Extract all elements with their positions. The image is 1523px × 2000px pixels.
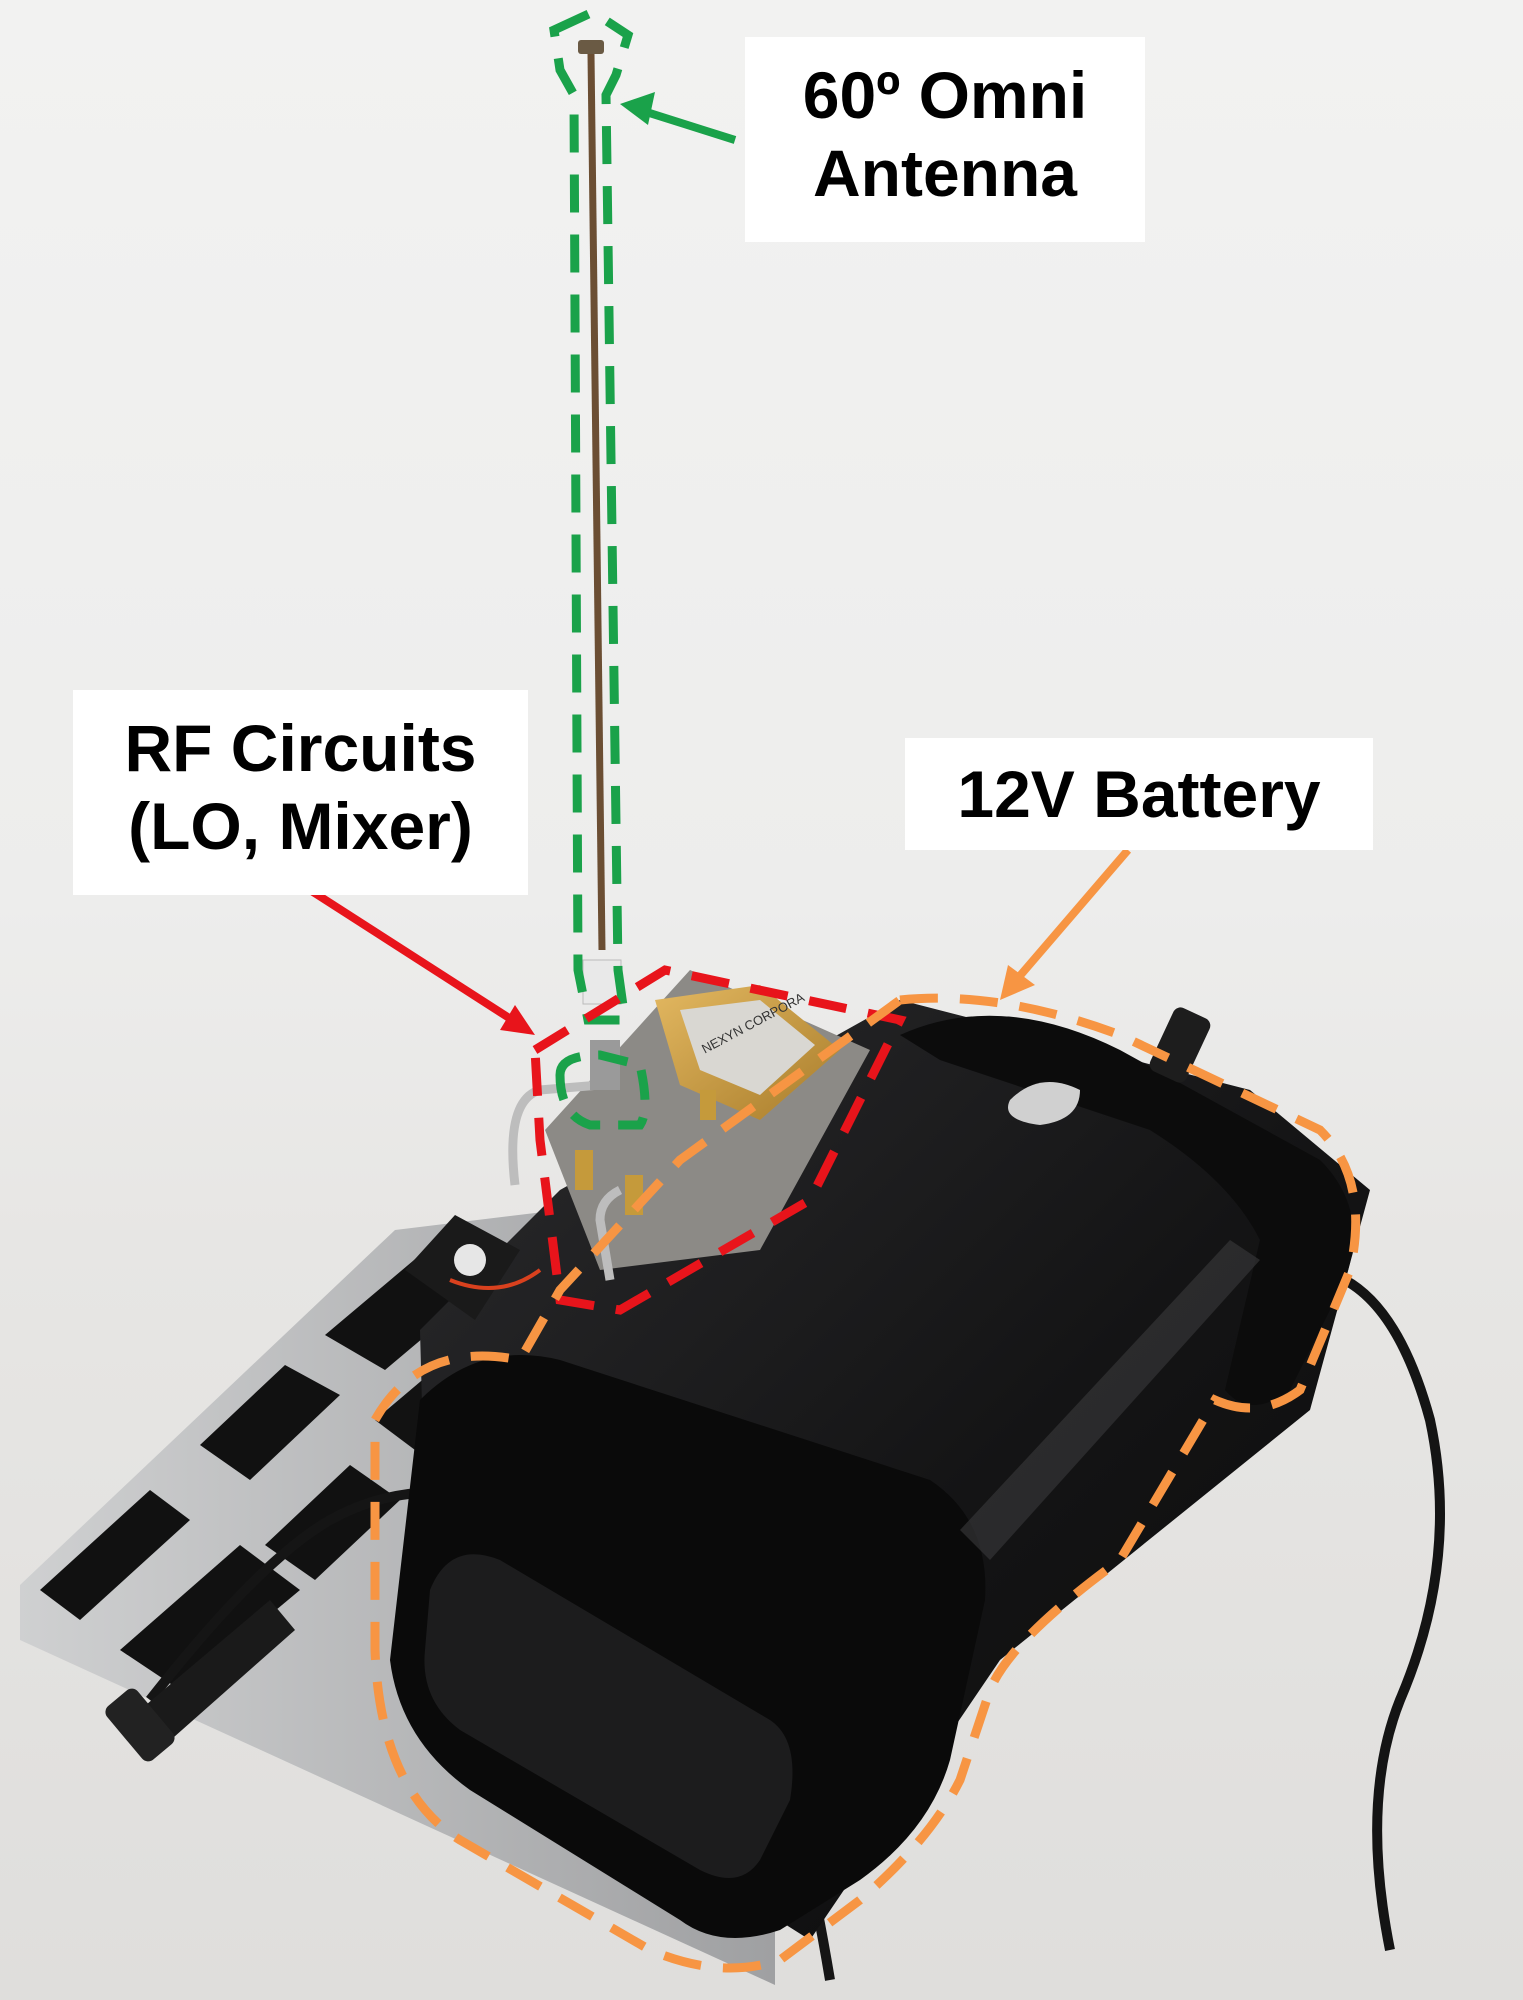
rf-circuits-highlight-outline [307,886,907,1315]
battery-label-line1: 12V Battery [957,757,1321,831]
rf-arrow [307,886,523,1029]
rf-circuits-label: RF Circuits (LO, Mixer) [73,690,528,895]
antenna-label: 60º Omni Antenna [745,37,1145,242]
antenna-arrow [638,106,737,144]
rf-circuits-label-line1: RF Circuits [124,711,477,785]
antenna-highlight-outline [549,6,737,1130]
cable-icon-right [1149,1007,1445,1951]
battery-label: 12V Battery [905,738,1373,850]
rf-module-icon: NEXYN CORPORA [405,970,870,1320]
rf-circuits-label-line2: (LO, Mixer) [128,788,473,863]
antenna-label-line1: 60º Omni [802,58,1088,132]
battery-arrow [1008,847,1132,988]
antenna-label-line2: Antenna [813,135,1077,210]
battery-highlight-outline [370,847,1361,1973]
